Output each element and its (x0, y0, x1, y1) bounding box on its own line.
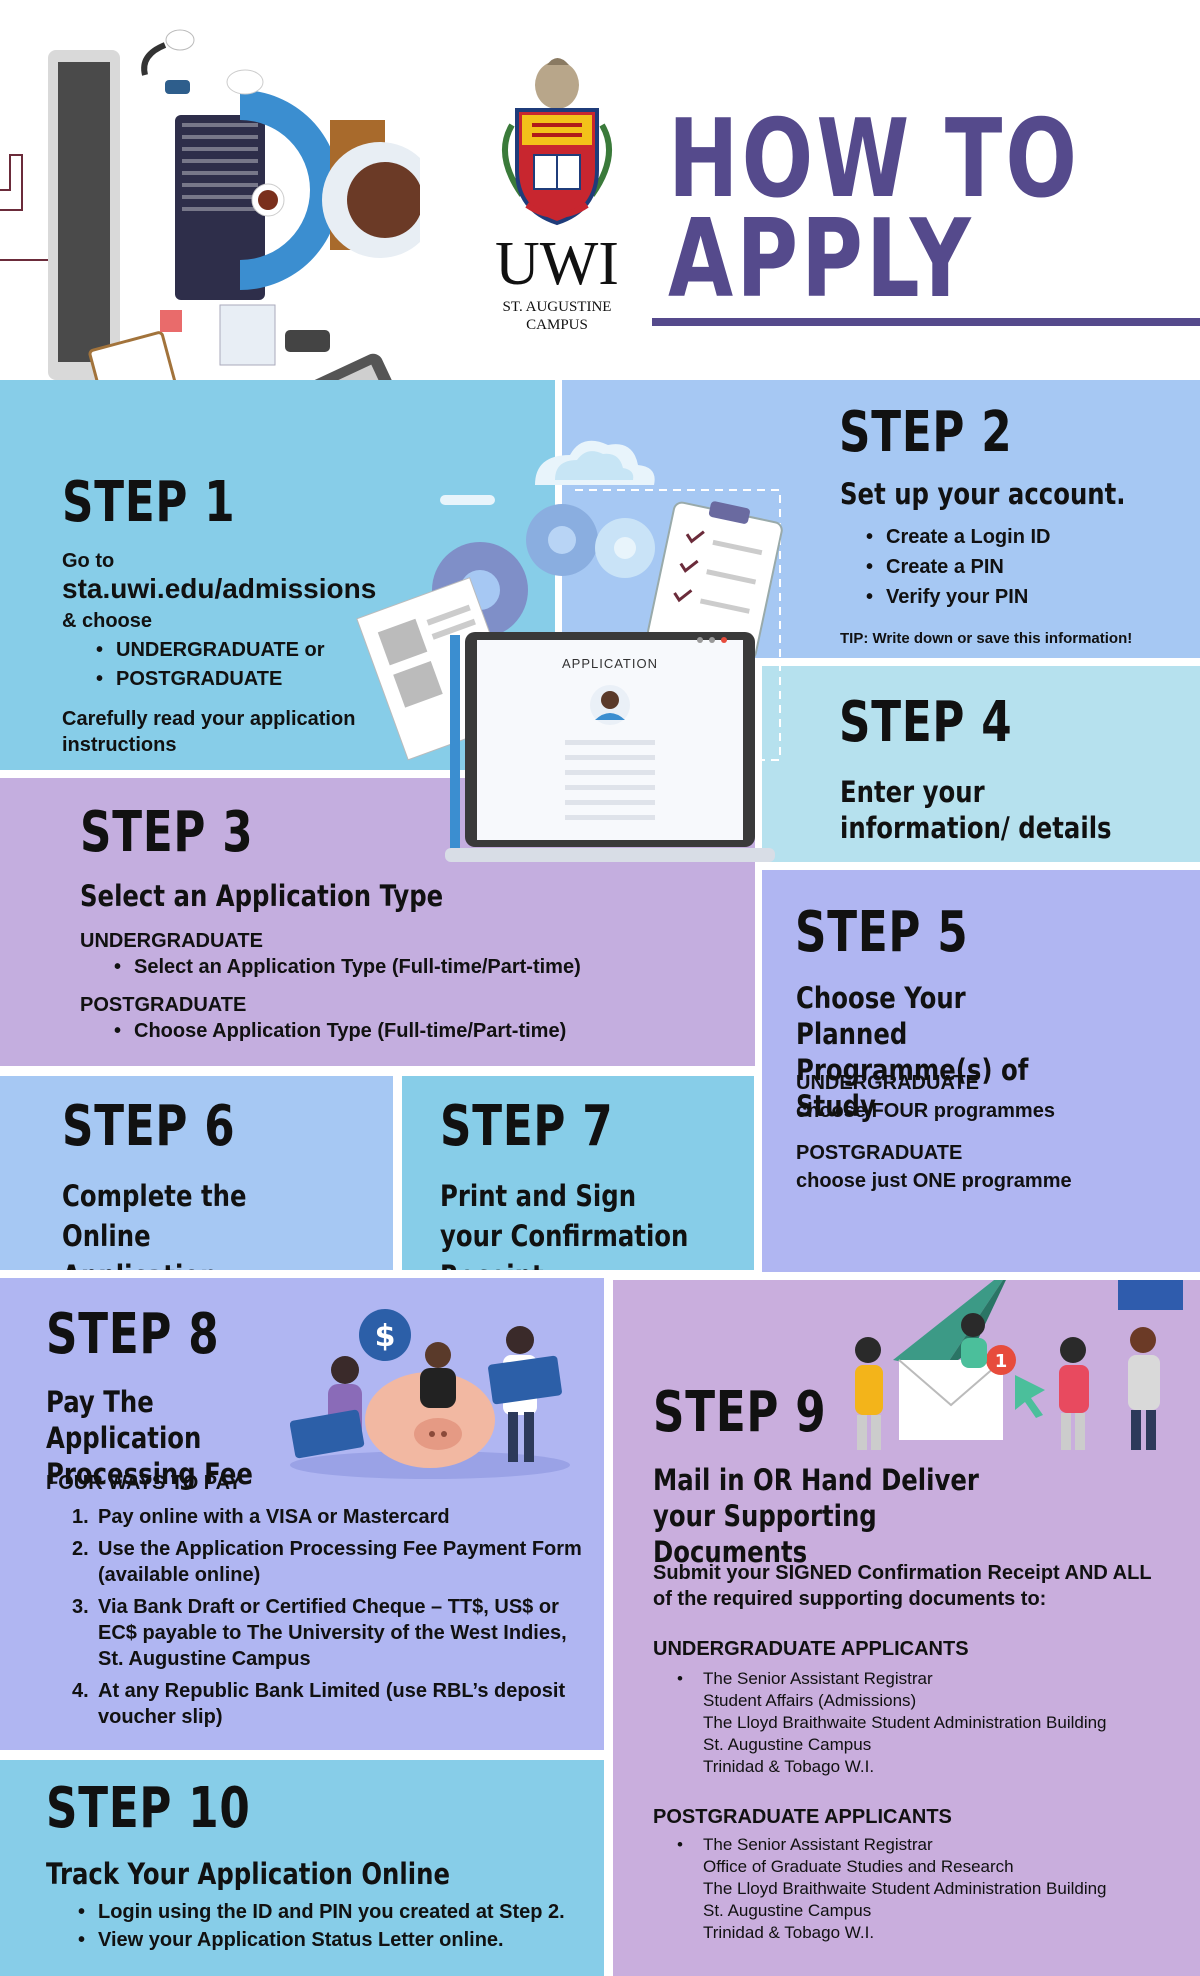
step4-panel: STEP 4 Enter your information/ details (762, 666, 1200, 862)
step8-way-3-payee: The University of the West Indies, St. A… (98, 1622, 567, 1670)
step10-items: Login using the ID and PIN you created a… (72, 1898, 565, 1954)
step9-intro: Submit your SIGNED Confirmation Receipt … (653, 1562, 1152, 1610)
step3-ug-label: UNDERGRADUATE (80, 930, 263, 952)
step2-item-pin: Create a PIN (860, 552, 1050, 582)
notification-count: 1 (995, 1351, 1008, 1372)
step6-subtitle: Complete the Online Application. (62, 1179, 247, 1270)
step2-item-verify: Verify your PIN (860, 582, 1050, 612)
step9-pg-bullet: • (677, 1835, 683, 1854)
step8-panel: STEP 8 Pay The Application Processing Fe… (0, 1278, 604, 1750)
page-title: HOW TO APPLY (668, 97, 1081, 322)
step8-way-1-num: 1. (72, 1506, 89, 1528)
step10-item-login: Login using the ID and PIN you created a… (72, 1898, 565, 1926)
step8-title: STEP 8 (46, 1302, 220, 1367)
step1-title: STEP 1 (62, 470, 236, 535)
piggy-bank-illustration: $ (290, 1309, 570, 1479)
step5-pg-text: choose just ONE programme (796, 1170, 1072, 1192)
step3-pg-item: Choose Application Type (Full-time/Part-… (108, 1018, 566, 1044)
step8-ways-list: 1. Pay online with a VISA or Mastercard 2… (72, 1504, 592, 1736)
page-title-line2: APPLY (668, 197, 974, 322)
step9-pg-address-line4: St. Augustine Campus (703, 1901, 872, 1920)
step5-ug-text: choose FOUR programmes (796, 1100, 1055, 1122)
laptop-illustration: APPLICATION (356, 440, 783, 862)
step9-pg-address-line3: The Lloyd Braithwaite Student Administra… (703, 1879, 1107, 1898)
step7-title: STEP 7 (440, 1094, 614, 1159)
step5-title: STEP 5 (795, 900, 969, 965)
step8-way-2-num: 2. (72, 1538, 89, 1560)
step9-pg-label: POSTGRADUATE APPLICANTS (653, 1806, 952, 1828)
step9-pg-address-line5: Trinidad & Tobago W.I. (703, 1923, 875, 1942)
step3-subtitle: Select an Application Type (80, 879, 444, 913)
step4-subtitle: Enter your information/ details (840, 775, 1112, 845)
step10-subtitle: Track Your Application Online (46, 1857, 450, 1891)
step9-ug-address-line5: Trinidad & Tobago W.I. (703, 1757, 875, 1776)
step3-title: STEP 3 (80, 800, 254, 865)
title-underline (652, 318, 1200, 326)
step2-tip: TIP: Write down or save this information… (840, 630, 1133, 647)
step10-panel: STEP 10 Track Your Application Online Lo… (0, 1760, 604, 1976)
step3-pg-list: Choose Application Type (Full-time/Part-… (108, 1018, 566, 1044)
step8-way-2: 2. Use the Application Processing Fee Pay… (72, 1536, 592, 1588)
step10-title: STEP 10 (46, 1776, 251, 1841)
step9-title: STEP 9 (653, 1380, 827, 1445)
step8-way-4: 4. At any Republic Bank Limited (use RBL’… (72, 1678, 592, 1730)
step9-ug-address-line2: Student Affairs (Admissions) (703, 1691, 917, 1710)
application-label: APPLICATION (562, 656, 658, 671)
step1-url-link[interactable]: sta.uwi.edu/admissions (62, 573, 377, 604)
step9-ug-bullet: • (677, 1669, 683, 1688)
step8-way-1: 1. Pay online with a VISA or Mastercard (72, 1504, 592, 1530)
step9-ug-address-line3: The Lloyd Braithwaite Student Administra… (703, 1713, 1107, 1732)
step8-way-4-text: At any Republic Bank Limited (use RBL’s … (98, 1680, 566, 1728)
campus-line2: CAMPUS (526, 317, 588, 333)
step8-way-1-text: Pay online with a VISA or Mastercard (98, 1506, 450, 1528)
step9-ug-label: UNDERGRADUATE APPLICANTS (653, 1638, 969, 1660)
page-title-line1: HOW TO (668, 97, 1081, 222)
step1-goto: Go to (62, 550, 115, 572)
step4-title: STEP 4 (839, 690, 1013, 755)
mail-illustration: 1 (855, 1280, 1183, 1450)
step8-way-3-text: Via Bank Draft or Certified Cheque – TT$… (98, 1596, 559, 1644)
svg-text:$: $ (375, 1319, 396, 1354)
step2-item-login: Create a Login ID (860, 522, 1050, 552)
step7-panel: STEP 7 Print and Sign your Confirmation … (402, 1076, 754, 1270)
step1-choose: & choose (62, 610, 153, 632)
step9-ug-address-line4: St. Augustine Campus (703, 1735, 872, 1754)
step9-ug-address: • The Senior Assistant Registrar Student… (653, 1668, 1193, 1778)
step9-pg-address-line1: The Senior Assistant Registrar (703, 1835, 933, 1854)
step7-subtitle: Print and Sign your Confirmation Receipt (440, 1179, 689, 1270)
step3-pg-label: POSTGRADUATE (80, 994, 247, 1016)
step5-pg-label: POSTGRADUATE (796, 1142, 963, 1164)
step9-pg-address: • The Senior Assistant Registrar Office … (653, 1834, 1193, 1944)
step8-way-4-num: 4. (72, 1680, 89, 1702)
step2-title: STEP 2 (839, 400, 1013, 465)
step8-way-3-num: 3. (72, 1596, 89, 1618)
uwi-logo-text: UWI (495, 230, 619, 298)
step5-ug-label: UNDERGRADUATE (796, 1072, 979, 1094)
step2-subtitle: Set up your account. (840, 477, 1126, 511)
step6-panel: STEP 6 Complete the Online Application. (0, 1076, 393, 1270)
step1-options: UNDERGRADUATE or POSTGRADUATE (90, 636, 325, 694)
step9-pg-address-line2: Office of Graduate Studies and Research (703, 1857, 1014, 1876)
step8-way-2-text: Use the Application Processing Fee Payme… (98, 1538, 582, 1586)
step9-ug-address-line1: The Senior Assistant Registrar (703, 1669, 933, 1688)
step1-note: Carefully read your application instruct… (62, 708, 356, 756)
uwi-crest-logo (502, 58, 612, 226)
step3-ug-list: Select an Application Type (Full-time/Pa… (108, 954, 581, 980)
campus-name: ST. AUGUSTINE CAMPUS (482, 298, 632, 334)
step8-subtitle: Pay The Application Processing Fee (46, 1385, 253, 1491)
step8-way-3: 3. Via Bank Draft or Certified Cheque – T… (72, 1594, 592, 1672)
step1-option-postgraduate: POSTGRADUATE (90, 665, 325, 694)
step9-panel: 1 STEP 9 Mail in OR Hand Deliver your Su… (613, 1280, 1200, 1976)
step6-title: STEP 6 (62, 1094, 236, 1159)
step8-ways-label: FOUR WAYS TO PAY (46, 1472, 242, 1494)
step10-item-status: View your Application Status Letter onli… (72, 1926, 565, 1954)
step2-items: Create a Login ID Create a PIN Verify yo… (860, 522, 1050, 612)
step5-subtitle: Choose Your Planned Programme(s) of Stud… (796, 981, 1029, 1123)
campus-line1: ST. AUGUSTINE (502, 299, 612, 315)
step9-subtitle: Mail in OR Hand Deliver your Supporting … (653, 1463, 979, 1569)
step1-option-undergraduate: UNDERGRADUATE or (90, 636, 325, 665)
step3-ug-item: Select an Application Type (Full-time/Pa… (108, 954, 581, 980)
step5-panel: STEP 5 Choose Your Planned Programme(s) … (762, 870, 1200, 1272)
